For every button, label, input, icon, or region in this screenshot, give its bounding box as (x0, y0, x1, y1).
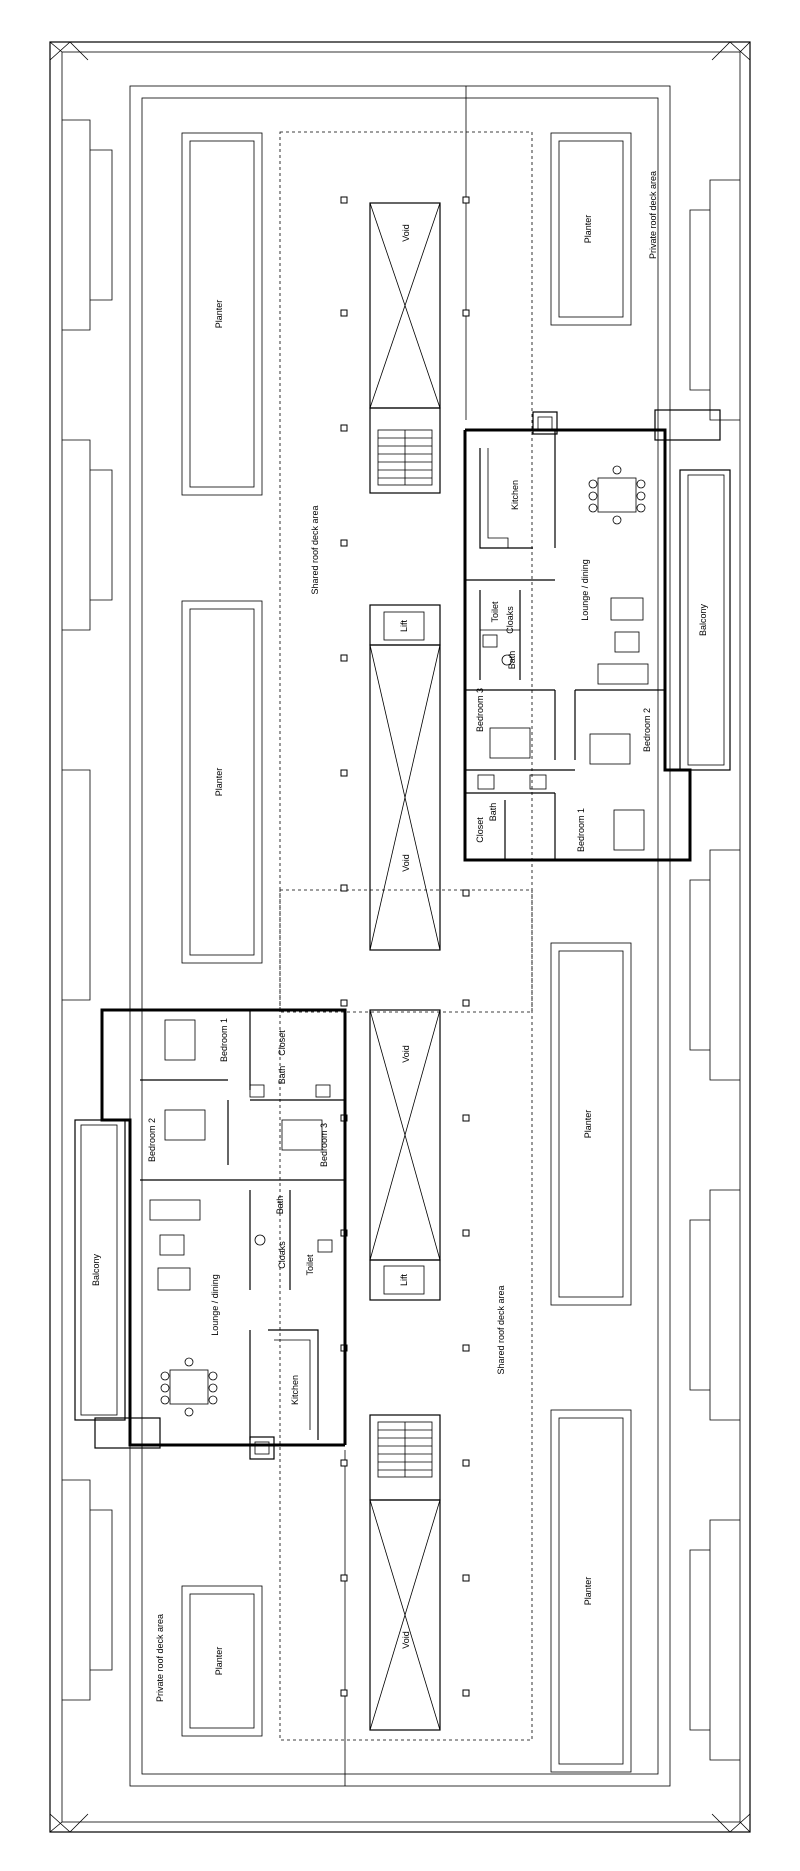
planter-mid-right: Planter (550, 942, 632, 1306)
apartment-upper-right: Balcony Kitchen Lounge / dining Toilet C… (463, 409, 731, 862)
planter-label: Planter (214, 300, 224, 329)
planter-bottom-right: Planter (550, 1409, 632, 1773)
lift-top: Lift (369, 604, 441, 646)
planter-top-left: Planter (181, 132, 263, 496)
bedroom1-label: Bedroom 1 (219, 1018, 229, 1062)
kitchen-label: Kitchen (290, 1375, 300, 1405)
lift-label: Lift (399, 620, 409, 633)
bath-label: Bath (488, 803, 498, 822)
planter-bottom-left: Planter (181, 1585, 263, 1737)
bedroom3-label: Bedroom 3 (319, 1123, 329, 1167)
shared-deck-label-bottom: Shared roof deck area (496, 1285, 506, 1374)
planter-label: Planter (583, 1577, 593, 1606)
closet-label: Closet (277, 1030, 287, 1056)
shared-deck-label-top: Shared roof deck area (310, 505, 320, 594)
void-bottom: Void (369, 1499, 441, 1731)
toilet-label: Toilet (490, 601, 500, 623)
void-lower: Void (369, 1009, 441, 1261)
closet-label: Closet (475, 817, 485, 843)
stair-bottom (369, 1414, 441, 1501)
shared-deck-boundary-top (279, 131, 533, 1013)
balcony-label: Balcony (91, 1253, 101, 1286)
bedroom2-label: Bedroom 2 (147, 1118, 157, 1162)
balcony-label: Balcony (698, 603, 708, 636)
void-label: Void (401, 854, 411, 872)
void-label: Void (401, 1045, 411, 1063)
cloaks-label: Cloaks (277, 1241, 287, 1269)
cloaks-label: Cloaks (505, 606, 515, 634)
bath-label: Bath (277, 1066, 287, 1085)
building-envelope (49, 41, 751, 1833)
bedroom2-label: Bedroom 2 (642, 708, 652, 752)
lift-bottom: Lift (369, 1259, 441, 1301)
lift-label: Lift (399, 1274, 409, 1287)
bath-label: Bath (275, 1196, 285, 1215)
private-deck-label-top: Private roof deck area (648, 171, 658, 259)
planter-label: Planter (214, 1647, 224, 1676)
apartment-lower-left: Balcony Bedroom 1 Closet Bath Bedroom 2 … (74, 1008, 347, 1460)
void-top: Void (369, 202, 441, 409)
lounge-label: Lounge / dining (580, 559, 590, 621)
planter-label: Planter (583, 1110, 593, 1139)
toilet-label: Toilet (305, 1254, 315, 1276)
private-deck-label-bottom: Private roof deck area (155, 1614, 165, 1702)
planter-label: Planter (583, 215, 593, 244)
planter-mid-left: Planter (181, 600, 263, 964)
stair-top (369, 407, 441, 494)
kitchen-label: Kitchen (510, 480, 520, 510)
lounge-label: Lounge / dining (210, 1274, 220, 1336)
void-label: Void (401, 1631, 411, 1649)
planter-label: Planter (214, 768, 224, 797)
void-label: Void (401, 224, 411, 242)
bedroom3-label: Bedroom 3 (475, 688, 485, 732)
shared-deck-boundary-bottom (279, 889, 533, 1741)
bedroom1-label: Bedroom 1 (576, 808, 586, 852)
planter-top-right: Planter (550, 132, 632, 326)
void-mid: Void (369, 644, 441, 951)
